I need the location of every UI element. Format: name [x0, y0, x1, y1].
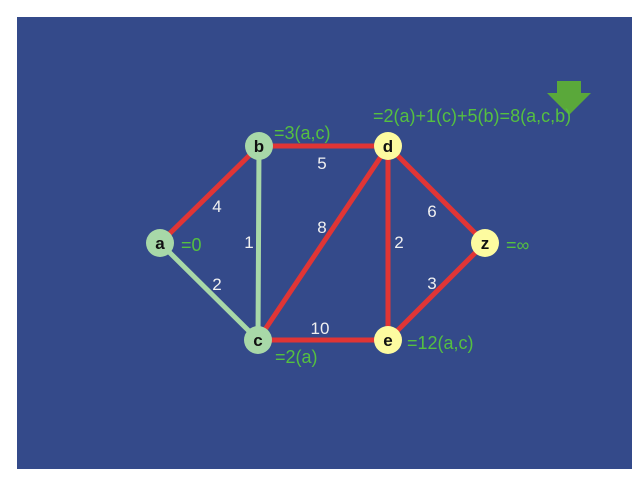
edge-weight-e-z: 3 — [427, 274, 436, 293]
edge-b-c — [255, 143, 262, 343]
nodes-layer: a b c d e z — [146, 132, 499, 354]
node-circle-e — [374, 326, 402, 354]
edge-weight-b-d: 5 — [317, 154, 326, 173]
edge-weight-a-c: 2 — [212, 275, 221, 294]
distance-annotation-a: =0 — [181, 235, 202, 255]
edge-e-z — [385, 240, 488, 343]
edge-d-z — [385, 143, 488, 246]
annotations-layer: =0 =3(a,c) =2(a) =2(a)+1(c)+5(b)=8(a,c,b) =1… — [181, 106, 571, 367]
edge-c-d — [255, 143, 391, 343]
node-circle-a — [146, 229, 174, 257]
node-label-e: e — [383, 331, 392, 350]
node-label-c: c — [253, 331, 262, 350]
distance-annotation-z: =∞ — [506, 235, 530, 255]
edge-weight-d-z: 6 — [427, 202, 436, 221]
edge-weight-d-e: 2 — [394, 233, 403, 252]
edge-weight-c-e: 10 — [311, 319, 330, 338]
node-label-d: d — [383, 137, 393, 156]
edge-weight-b-c: 1 — [244, 233, 253, 252]
node-circle-c — [244, 326, 272, 354]
node-z: z — [471, 229, 499, 257]
node-label-b: b — [254, 137, 264, 156]
distance-annotation-d: =2(a)+1(c)+5(b)=8(a,c,b) — [373, 106, 571, 126]
weights-layer: 4 2 1 5 8 10 2 6 3 — [212, 154, 436, 338]
edge-weight-a-b: 4 — [212, 197, 221, 216]
node-b: b — [245, 132, 273, 160]
edge-weight-c-d: 8 — [317, 218, 326, 237]
edge-a-c — [157, 240, 261, 343]
distance-annotation-e: =12(a,c) — [407, 333, 474, 353]
node-a: a — [146, 229, 174, 257]
distance-annotation-b: =3(a,c) — [274, 123, 331, 143]
edges-layer — [157, 143, 488, 343]
edge-a-b — [157, 143, 262, 246]
distance-annotation-c: =2(a) — [275, 347, 318, 367]
node-label-z: z — [481, 234, 490, 253]
down-arrow-icon — [545, 81, 593, 115]
node-circle-z — [471, 229, 499, 257]
node-label-a: a — [155, 234, 165, 253]
node-d: d — [374, 132, 402, 160]
node-e: e — [374, 326, 402, 354]
node-c: c — [244, 326, 272, 354]
node-circle-b — [245, 132, 273, 160]
node-circle-d — [374, 132, 402, 160]
